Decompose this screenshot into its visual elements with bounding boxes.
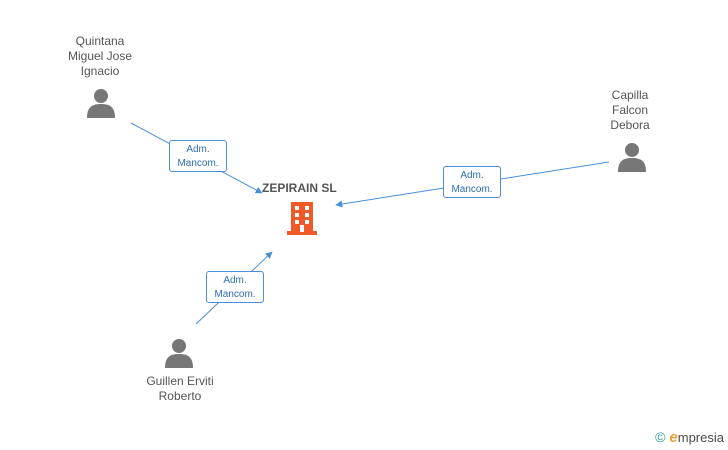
edge-label-quintana[interactable]: Adm. Mancom. [169,140,227,172]
person-icon[interactable] [617,142,647,172]
person-icon[interactable] [86,88,116,118]
brand-name: mpresia [677,430,724,445]
building-icon[interactable] [285,200,319,236]
company-name[interactable]: ZEPIRAIN SL [262,181,337,195]
edge-label-guillen[interactable]: Adm. Mancom. [206,271,264,303]
copyright-icon: © [655,429,666,445]
person-icon[interactable] [164,338,194,368]
edge-role-line2: Mancom. [214,289,256,300]
person-label-capilla[interactable]: Capilla Falcon Debora [610,88,650,132]
brand-initial: e [669,429,678,446]
edge-role-line2: Mancom. [451,184,493,195]
person-label-guillen[interactable]: Guillen Erviti Roberto [146,374,214,403]
edge-role-line2: Mancom. [177,158,219,169]
edge-role-line1: Adm. [460,170,484,181]
edge-role-line1: Adm. [223,275,247,286]
edge-role-line1: Adm. [186,144,210,155]
edge-label-capilla[interactable]: Adm. Mancom. [443,166,501,198]
brand-watermark: ©empresia [655,429,724,446]
person-label-quintana[interactable]: Quintana Miguel Jose Ignacio [67,34,133,78]
